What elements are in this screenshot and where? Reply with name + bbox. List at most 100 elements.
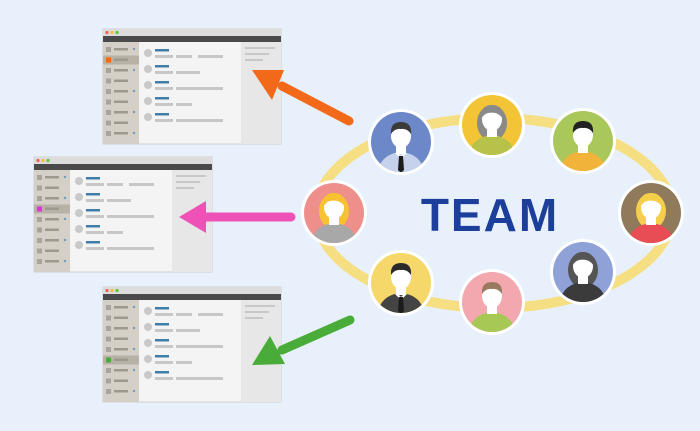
hair-front bbox=[390, 263, 412, 275]
detail-line bbox=[176, 187, 194, 189]
detail-line bbox=[245, 47, 275, 49]
message-text bbox=[176, 55, 192, 58]
face bbox=[391, 265, 411, 289]
detail-line bbox=[245, 305, 275, 307]
message-author bbox=[155, 65, 169, 68]
sidebar-item-icon bbox=[37, 238, 42, 243]
message-text bbox=[86, 247, 104, 250]
message-text bbox=[86, 199, 104, 202]
detail-line bbox=[245, 53, 269, 55]
message-text bbox=[198, 87, 223, 90]
sidebar-item-label bbox=[45, 207, 59, 210]
message-text bbox=[155, 329, 173, 332]
sidebar-item-label bbox=[45, 176, 59, 179]
tie bbox=[398, 297, 404, 313]
avatar-figure bbox=[468, 105, 516, 155]
neck bbox=[396, 285, 406, 295]
message-avatar bbox=[144, 113, 152, 121]
message-author bbox=[155, 355, 169, 358]
message-author bbox=[155, 339, 169, 342]
message-text bbox=[176, 329, 200, 332]
window-detail-pane bbox=[241, 42, 281, 144]
message-author bbox=[86, 225, 100, 228]
window-titlebar bbox=[103, 287, 281, 294]
message-text bbox=[176, 103, 192, 106]
member-businessman-yellow bbox=[368, 250, 434, 316]
message-avatar bbox=[144, 81, 152, 89]
hair-front bbox=[481, 282, 503, 294]
message-text bbox=[86, 183, 104, 186]
message-avatar bbox=[144, 307, 152, 315]
window-toolbar bbox=[34, 164, 212, 170]
message-text bbox=[155, 71, 173, 74]
message-text bbox=[155, 103, 173, 106]
neck bbox=[578, 143, 588, 153]
message-text bbox=[155, 87, 173, 90]
sidebar-item-label bbox=[45, 260, 59, 263]
message-text bbox=[198, 377, 223, 380]
message-text bbox=[155, 313, 173, 316]
neck bbox=[646, 215, 656, 225]
sidebar-item-icon bbox=[106, 326, 111, 331]
message-avatar bbox=[144, 65, 152, 73]
window-dot bbox=[46, 158, 50, 163]
sidebar-item-dot bbox=[132, 368, 136, 372]
window-dot bbox=[36, 158, 40, 163]
window-dot bbox=[105, 288, 109, 293]
message-avatar bbox=[75, 209, 83, 217]
arrow-green bbox=[252, 315, 355, 365]
avatar-figure bbox=[627, 193, 675, 243]
window-dot bbox=[41, 158, 45, 163]
sidebar-item-label bbox=[114, 327, 128, 330]
message-avatar bbox=[144, 339, 152, 347]
sidebar-item-label bbox=[45, 197, 59, 200]
sidebar-item-label bbox=[114, 390, 128, 393]
sidebar-item-icon bbox=[106, 89, 111, 94]
message-text bbox=[86, 231, 104, 234]
sidebar-item-dot bbox=[132, 389, 136, 393]
message-text bbox=[155, 55, 173, 58]
message-author bbox=[86, 241, 100, 244]
sidebar-item-label bbox=[114, 69, 128, 72]
window-dot bbox=[105, 30, 109, 35]
member-man-pink bbox=[459, 269, 525, 335]
sidebar-item-icon bbox=[106, 99, 111, 105]
sidebar-item-label bbox=[114, 358, 128, 361]
message-text bbox=[107, 231, 123, 234]
window-dot bbox=[110, 30, 114, 35]
message-text bbox=[129, 215, 154, 218]
member-woman-blue bbox=[550, 239, 616, 305]
message-text bbox=[129, 183, 154, 186]
message-text bbox=[155, 345, 173, 348]
hair-front bbox=[390, 122, 412, 134]
message-author bbox=[155, 97, 169, 100]
neck bbox=[487, 304, 497, 314]
message-avatar bbox=[75, 241, 83, 249]
sidebar-item-dot bbox=[63, 217, 67, 221]
sidebar-item-dot bbox=[132, 89, 136, 93]
sidebar-item-label bbox=[114, 48, 128, 51]
window-dot bbox=[115, 30, 119, 35]
sidebar-item-label bbox=[114, 369, 128, 372]
message-text bbox=[155, 119, 173, 122]
message-author bbox=[155, 113, 169, 116]
message-author bbox=[86, 177, 100, 180]
window-bottom bbox=[102, 286, 282, 403]
message-text bbox=[198, 313, 223, 316]
message-text bbox=[155, 361, 173, 364]
team-label: TEAM bbox=[421, 189, 559, 241]
hair-front bbox=[572, 121, 594, 133]
message-text bbox=[107, 199, 131, 202]
face bbox=[573, 123, 593, 147]
arrow-pink bbox=[179, 201, 296, 233]
sidebar-item-dot bbox=[63, 259, 67, 263]
sidebar-item-label bbox=[114, 306, 128, 309]
message-avatar bbox=[75, 225, 83, 233]
message-text bbox=[176, 377, 200, 380]
face bbox=[482, 284, 502, 308]
message-text bbox=[129, 247, 154, 250]
sidebar-item-icon bbox=[106, 120, 111, 126]
sidebar-item-label bbox=[114, 58, 128, 61]
sidebar-item-dot bbox=[132, 47, 136, 51]
sidebar-item-label bbox=[114, 132, 128, 135]
